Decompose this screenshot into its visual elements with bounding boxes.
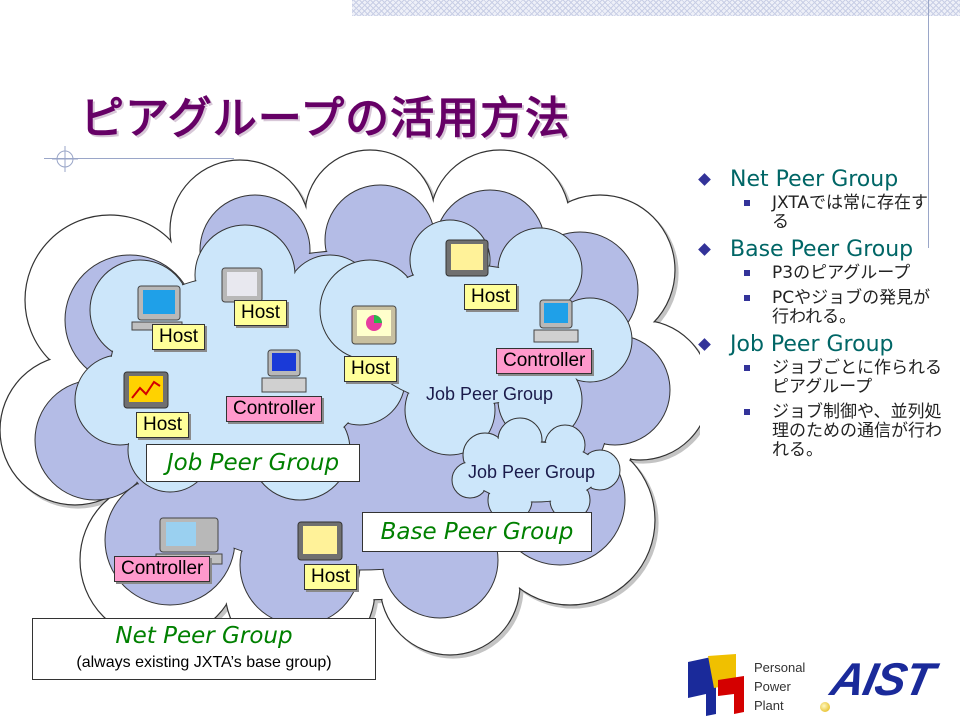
diamond-bullet-icon — [698, 243, 711, 256]
sub-bullet-item: ジョブごとに作られるピアグループ — [694, 359, 944, 397]
computer-icon — [351, 305, 397, 345]
bullet-list: Net Peer Group JXTAでは常に存在する Base Peer Gr… — [694, 168, 944, 466]
personal-power-plant-logo-text: Personal Power Plant — [754, 660, 806, 713]
page-title: ピアグループの活用方法 — [80, 93, 571, 144]
diamond-bullet-icon — [698, 338, 711, 351]
job-peer-group-label: Job Peer Group — [146, 444, 360, 482]
host-chip: Host — [152, 324, 206, 350]
crosshair-icon — [52, 146, 78, 172]
sub-bullet-item: JXTAでは常に存在する — [694, 194, 944, 232]
square-bullet-icon — [744, 270, 750, 276]
square-bullet-icon — [744, 409, 750, 415]
host-chip: Host — [136, 412, 190, 438]
decorative-horizontal-line — [44, 158, 234, 159]
ppp-logo-icon — [688, 654, 744, 716]
net-peer-group-label: Net Peer Group — [115, 623, 293, 649]
base-peer-group-label: Base Peer Group — [362, 512, 592, 552]
sub-bullet-item: ジョブ制御や、並列処理のための通信が行われる。 — [694, 403, 944, 460]
net-peer-group-sublabel: (always existing JXTA’s base group) — [76, 654, 332, 671]
decorative-vertical-line — [928, 0, 929, 248]
aist-logo-dot-icon — [820, 702, 830, 712]
bullet-item: Job Peer Group — [694, 333, 944, 357]
host-chip: Host — [234, 300, 288, 326]
computer-icon — [123, 371, 169, 409]
header-hatch-bar — [352, 0, 960, 16]
controller-chip: Controller — [226, 396, 323, 422]
bullet-item: Base Peer Group — [694, 238, 944, 262]
computer-icon — [221, 267, 263, 303]
computer-icon — [533, 299, 579, 343]
computer-icon — [297, 521, 343, 561]
controller-chip: Controller — [496, 348, 593, 374]
sub-bullet-item: PCやジョブの発見が行われる。 — [694, 289, 944, 327]
diamond-bullet-icon — [698, 173, 711, 186]
job-peer-group-label: Job Peer Group — [468, 462, 596, 482]
controller-chip: Controller — [114, 556, 211, 582]
square-bullet-icon — [744, 200, 750, 206]
bullet-item: Net Peer Group — [694, 168, 944, 192]
aist-logo: AIST — [826, 653, 939, 705]
computer-icon — [261, 349, 307, 393]
sub-bullet-item: P3のピアグループ — [694, 264, 944, 283]
square-bullet-icon — [744, 295, 750, 301]
host-chip: Host — [464, 284, 518, 310]
computer-icon — [445, 239, 489, 277]
square-bullet-icon — [744, 365, 750, 371]
net-peer-group-label-box: Net Peer Group (always existing JXTA’s b… — [32, 618, 376, 680]
host-chip: Host — [304, 564, 358, 590]
job-peer-group-label: Job Peer Group — [426, 384, 554, 404]
host-chip: Host — [344, 356, 398, 382]
